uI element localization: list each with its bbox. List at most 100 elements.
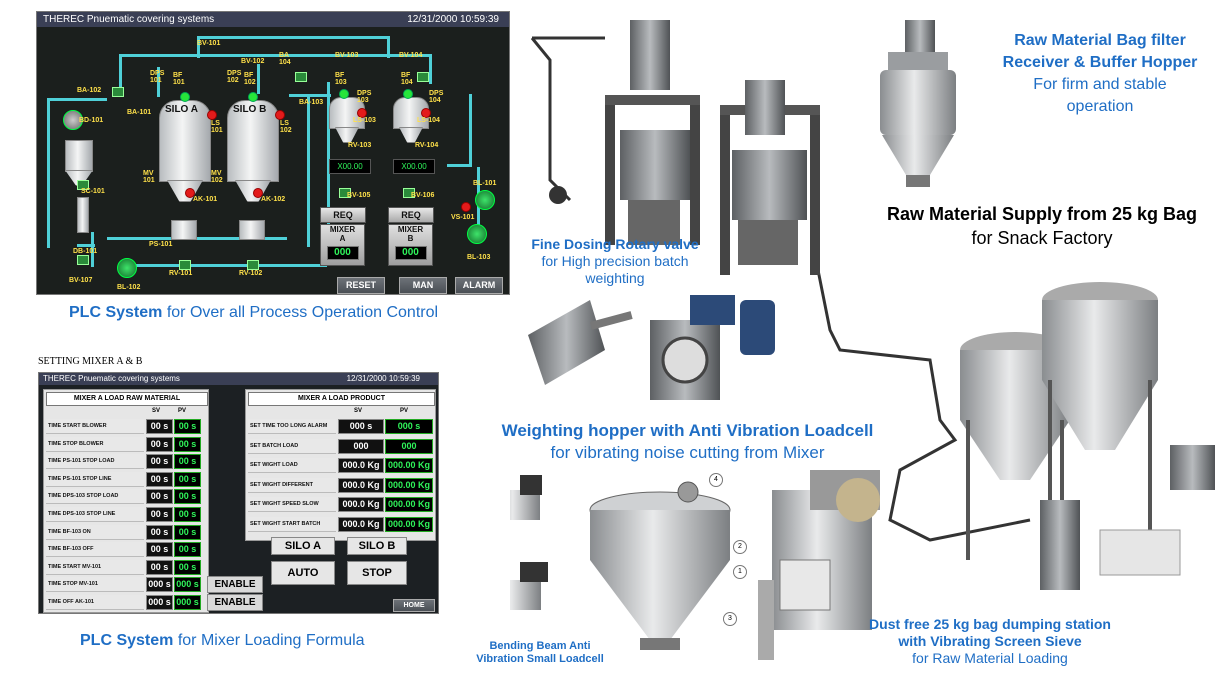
alarm-button[interactable]: ALARM [455, 277, 503, 294]
mixer-a-label-2: A [339, 234, 346, 243]
pv-display: 000.00 Kg [385, 497, 433, 512]
valve-icon[interactable] [295, 72, 307, 82]
sv-input[interactable]: 00 s [146, 559, 173, 575]
mixer-a-box[interactable]: MIXER A 000 [320, 224, 365, 266]
blower-bl102-icon[interactable] [117, 258, 137, 278]
pv-display: 000.00 Kg [385, 458, 433, 473]
valve-icon[interactable] [112, 87, 124, 97]
caption-plc-process-rest: for Over all Process Operation Control [162, 304, 439, 321]
blower-bl101-icon[interactable] [475, 190, 495, 210]
sv-input[interactable]: 000.0 Kg [338, 516, 384, 532]
caption-bag-filter-l3: For firm and stable [1033, 76, 1167, 93]
tag-ls104: LS-104 [417, 117, 440, 124]
caption-hopper-l2: for vibrating noise cutting from Mixer [550, 443, 825, 462]
tag-bf104: BF 104 [401, 72, 413, 86]
blower-bd101-icon[interactable] [63, 110, 83, 130]
storage-silos [960, 282, 1215, 590]
tag-dps102: DPS 102 [227, 70, 242, 84]
mixer-a-counter: 000 [326, 246, 359, 260]
alarm-led [461, 202, 471, 212]
caption-rotary-l1: Fine Dosing Rotary valve [531, 236, 699, 252]
pv-display: 00 s [174, 471, 201, 487]
silo-b-button[interactable]: SILO B [347, 537, 407, 555]
status-led [339, 89, 349, 99]
sv-input[interactable]: 00 s [146, 454, 173, 470]
pv-display: 00 s [174, 419, 201, 434]
sv-input[interactable]: 000.0 Kg [338, 458, 384, 473]
sv-input[interactable]: 00 s [146, 489, 173, 505]
valve-icon[interactable] [417, 72, 429, 82]
blower-icon [549, 186, 567, 204]
blower-bl103-icon[interactable] [467, 224, 487, 244]
sv-input[interactable]: 00 s [146, 419, 173, 434]
tag-ls103: LS-103 [353, 117, 376, 124]
setting-label: SET WIGHT DIFFERENT [248, 477, 336, 493]
tag-dps104: DPS 104 [429, 90, 444, 104]
plc-datetime: 12/31/2000 10:59:39 [346, 374, 420, 383]
enable-button-2[interactable]: ENABLE [207, 594, 263, 611]
mixer-b-box[interactable]: MIXER B 000 [388, 224, 433, 266]
sv-input[interactable]: 00 s [146, 507, 173, 522]
valve-icon[interactable] [339, 188, 351, 198]
status-led [403, 89, 413, 99]
sv-input[interactable]: 000.0 Kg [338, 497, 384, 512]
valve-icon[interactable] [247, 260, 259, 270]
tag-rv104: RV-104 [415, 142, 439, 149]
tag-bl103: BL-103 [467, 254, 491, 261]
sv-input[interactable]: 000 [338, 438, 384, 454]
sv-input[interactable]: 00 s [146, 524, 173, 540]
setting-label: TIME DPS-103 STOP LINE [46, 507, 144, 522]
callout-2: 2 [733, 540, 747, 554]
sv-input[interactable]: 00 s [146, 436, 173, 452]
stop-button[interactable]: STOP [347, 561, 407, 585]
setting-label: TIME BF-103 ON [46, 524, 144, 540]
reset-button[interactable]: RESET [337, 277, 385, 294]
sv-input[interactable]: 000 s [146, 577, 173, 593]
cyclone-body [65, 140, 93, 172]
valve-icon[interactable] [77, 180, 89, 190]
req-b-button[interactable]: REQ [388, 207, 434, 223]
auto-button[interactable]: AUTO [271, 561, 335, 585]
silo-a-button[interactable]: SILO A [271, 537, 335, 555]
alarm-led [185, 188, 195, 198]
sv-input[interactable]: 000 s [146, 595, 173, 610]
tag-ba104: BA 104 [279, 52, 291, 66]
caption-dumping: Dust free 25 kg bag dumping station with… [855, 616, 1125, 667]
setting-label: TIME BF-103 OFF [46, 542, 144, 558]
tag-ba103: BA-103 [299, 99, 324, 106]
mixer-b-counter: 000 [394, 246, 427, 260]
req-a-button[interactable]: REQ [320, 207, 366, 223]
pv-display: 000.00 Kg [385, 516, 433, 532]
caption-rotary-l2: for High precision batch [541, 253, 689, 269]
machinery-drawing [510, 20, 1215, 660]
setting-label: SET WIGHT START BATCH [248, 516, 336, 532]
sv-input[interactable]: 00 s [146, 542, 173, 558]
pipe [197, 36, 200, 58]
product-header: MIXER A LOAD PRODUCT [248, 392, 435, 406]
valve-icon[interactable] [403, 188, 415, 198]
pv-display: 00 s [174, 507, 201, 522]
valve-icon[interactable] [77, 255, 89, 265]
pv-display: 000 s [174, 577, 201, 593]
manual-button[interactable]: MAN [399, 277, 447, 294]
tag-bv101: BV-101 [197, 40, 221, 47]
setting-label: TIME PS-101 STOP LINE [46, 471, 144, 487]
setting-label: TIME PS-101 STOP LOAD [46, 454, 144, 470]
mixer-b-label-2: B [407, 234, 414, 243]
setting-label: TIME START MV-101 [46, 559, 144, 575]
bag-filter-station-1 [605, 20, 700, 245]
tag-bl101: BL-101 [473, 180, 497, 187]
sv-input[interactable]: 00 s [146, 471, 173, 487]
enable-button-1[interactable]: ENABLE [207, 576, 263, 593]
home-button[interactable]: HOME [393, 599, 435, 612]
sv-input[interactable]: 000 s [338, 419, 384, 434]
alarm-led [275, 110, 285, 120]
callout-4: 4 [709, 473, 723, 487]
sv-input[interactable]: 000.0 Kg [338, 477, 384, 493]
valve-icon[interactable] [179, 260, 191, 270]
setting-label: TIME STOP BLOWER [46, 436, 144, 452]
